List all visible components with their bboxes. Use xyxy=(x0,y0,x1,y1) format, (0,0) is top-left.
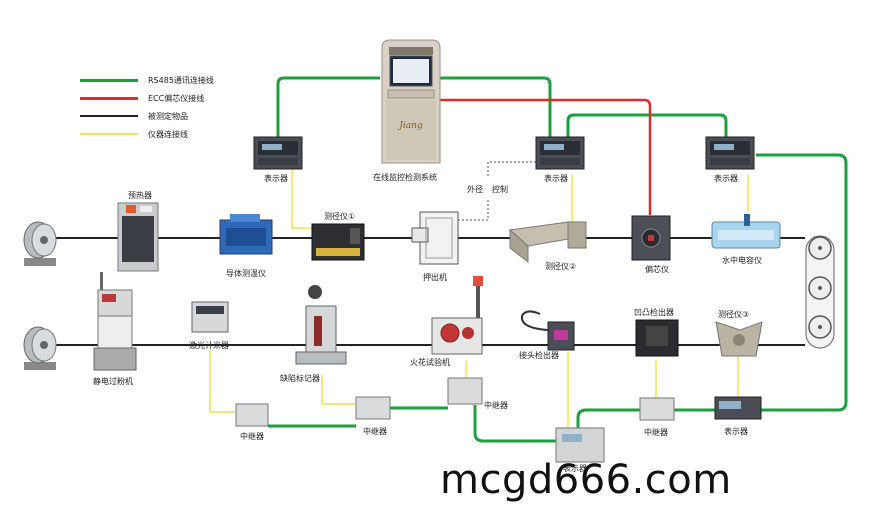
display-unit-2 xyxy=(535,136,585,170)
legend-label-product: 被测定物品 xyxy=(148,112,188,121)
label-defect-marker: 缺陷标记器 xyxy=(280,374,320,383)
label-main-system: 在线监控检测系统 xyxy=(373,173,437,182)
instrument-lines xyxy=(209,170,749,428)
watermark-text: mcgd666.com xyxy=(440,457,732,503)
instr-line-marker xyxy=(321,375,355,405)
label-display-4: 表示器 xyxy=(563,464,587,473)
extruder-machine xyxy=(411,211,459,265)
label-preheater: 预热器 xyxy=(128,191,152,200)
label-display-5: 表示器 xyxy=(724,427,748,436)
rs485-line-relay3-display xyxy=(473,405,556,443)
label-display-3: 表示器 xyxy=(714,174,738,183)
label-diameter-gauge-3: 测径仪③ xyxy=(718,310,750,319)
label-spark-tester: 火花试验机 xyxy=(410,358,450,367)
rs485-line-display1 xyxy=(276,76,380,138)
legend-swatch-product xyxy=(80,115,138,117)
display-unit-1 xyxy=(253,136,303,170)
label-electrostatic-powder: 静电过粉机 xyxy=(93,377,133,386)
relay-unit-2 xyxy=(355,396,391,420)
relay-unit-1 xyxy=(235,403,269,427)
label-water-capacitance: 水中电容仪 xyxy=(722,256,762,265)
instr-line-laser xyxy=(209,350,236,413)
joint-detector xyxy=(520,310,575,351)
label-relay-4: 中继器 xyxy=(644,428,668,437)
water-capacitance-meter xyxy=(711,214,781,249)
legend-label-rs485: RS485通讯连接线 xyxy=(148,76,214,85)
control-dotted-line-2 xyxy=(455,200,489,221)
label-lump-detector: 凹凸检出器 xyxy=(634,308,674,317)
label-extruder: 押出机 xyxy=(423,273,447,282)
label-diameter-gauge-1: 测径仪① xyxy=(324,212,356,221)
relay-unit-3 xyxy=(447,377,483,405)
display-unit-4 xyxy=(714,396,762,420)
diameter-gauge-2 xyxy=(508,221,588,264)
label-relay-2: 中继器 xyxy=(363,427,387,436)
legend-label-instrument: 仪器连接线 xyxy=(148,130,188,139)
electrostatic-powder-machine xyxy=(93,272,137,371)
legend-swatch-instrument xyxy=(80,133,138,135)
pulley-column xyxy=(805,235,835,349)
legend-label-ecc: ECC偏芯仪接线 xyxy=(148,94,205,103)
rs485-line-bottom-display xyxy=(576,408,640,428)
rs485-line-right-loop xyxy=(756,153,848,412)
defect-marker xyxy=(295,285,347,365)
label-conductor-heater: 导体测温仪 xyxy=(226,269,266,278)
payoff-reel-top xyxy=(23,221,57,266)
label-eccentric-meter: 偏芯仪 xyxy=(645,265,669,274)
label-relay-3: 中继器 xyxy=(484,401,508,410)
payoff-reel-bottom xyxy=(23,326,57,370)
label-diameter-gauge-2: 测径仪② xyxy=(545,262,577,271)
display-unit-3 xyxy=(705,136,755,170)
rs485-line-display2 xyxy=(440,76,552,138)
diameter-gauge-1 xyxy=(311,223,365,261)
label-display-2: 表示器 xyxy=(544,174,568,183)
diameter-gauge-3 xyxy=(715,321,763,357)
label-relay-1: 中继器 xyxy=(240,432,264,441)
label-joint-detector: 接头检出器 xyxy=(519,351,559,360)
console-brand-mark: Jiang xyxy=(397,121,423,131)
rs485-lines xyxy=(268,76,848,443)
ecc-line xyxy=(440,98,652,215)
rs485-line-display3 xyxy=(566,113,728,138)
label-outer-diameter: 外径 xyxy=(467,185,483,194)
control-dotted-line xyxy=(487,161,536,178)
relay-unit-4 xyxy=(639,397,675,421)
label-control: 控制 xyxy=(492,185,508,194)
lump-detector xyxy=(635,319,679,357)
laser-meter xyxy=(191,301,229,333)
instr-line-gauge1 xyxy=(291,170,322,229)
label-laser-meter: 激光计米器 xyxy=(189,341,229,350)
preheater-machine xyxy=(117,202,159,272)
spark-tester xyxy=(431,276,483,355)
conductor-heater xyxy=(219,214,273,255)
online-monitoring-console: Jiang xyxy=(381,39,441,164)
legend-swatch-rs485 xyxy=(80,79,138,82)
legend-swatch-ecc xyxy=(80,97,138,100)
eccentric-meter xyxy=(631,215,671,261)
label-display-1: 表示器 xyxy=(264,174,288,183)
bottom-display-unit xyxy=(555,427,605,463)
